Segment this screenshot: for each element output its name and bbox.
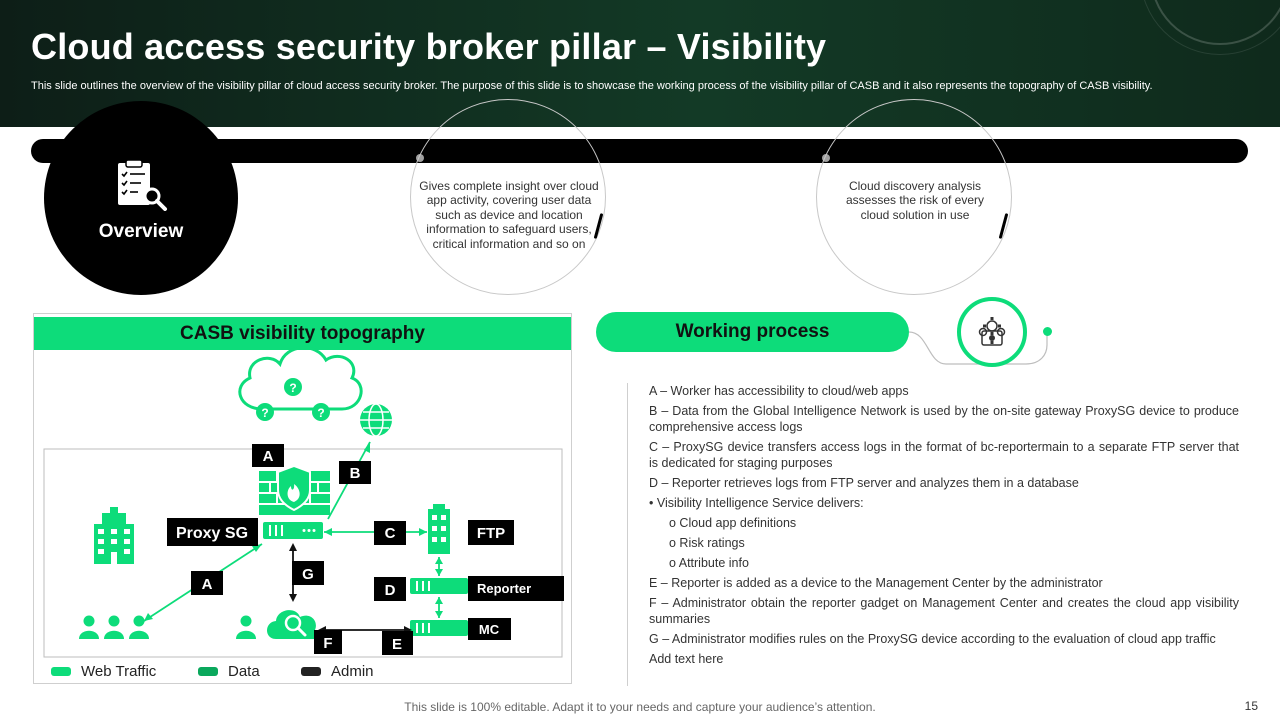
legend-label: Admin: [331, 663, 374, 680]
process-item: F – Administrator obtain the reporter ga…: [649, 596, 1239, 626]
legend-admin: Admin: [301, 663, 374, 680]
legend-swatch: [51, 667, 71, 676]
admin-icon: [236, 615, 256, 639]
timeline-bar: [31, 139, 1248, 163]
legend-label: Web Traffic: [81, 663, 157, 680]
label-box: [468, 618, 511, 640]
page-number: 15: [1244, 699, 1258, 713]
svg-text:?: ?: [261, 406, 268, 420]
topography-panel: CASB visibility topography ? ? ?: [33, 313, 572, 684]
arrowhead: [289, 594, 297, 602]
label-proxy-sg: Proxy SG: [176, 525, 248, 542]
ftp-tower-icon: [428, 504, 450, 554]
label-box: [374, 521, 406, 545]
label-box: [314, 630, 342, 654]
cloud-icon: ? ? ?: [238, 346, 363, 421]
topography-title: CASB visibility topography: [34, 317, 571, 350]
label-box: [374, 577, 406, 601]
working-process-title: Working process: [596, 312, 909, 352]
legend-data: Data: [198, 663, 260, 680]
process-item: B – Data from the Global Intelligence Ne…: [649, 404, 1239, 434]
arrowhead: [435, 557, 443, 564]
label-box: [252, 444, 284, 467]
arrowhead: [419, 528, 427, 536]
divider-line: [627, 383, 628, 686]
footer-note: This slide is 100% editable. Adapt it to…: [404, 700, 876, 714]
label-d: D: [385, 582, 396, 599]
process-item: C – ProxySG device transfers access logs…: [649, 440, 1239, 470]
label-e: E: [392, 636, 402, 653]
page-subtitle: This slide outlines the overview of the …: [31, 80, 1153, 92]
firewall-icon: [259, 464, 330, 515]
overview-label: Overview: [98, 221, 184, 242]
label-box: [292, 561, 324, 585]
page-title: Cloud access security broker pillar – Vi…: [31, 26, 827, 67]
legend-label: Data: [228, 663, 260, 680]
cloud-search-icon: [267, 610, 319, 639]
svg-text:?: ?: [289, 381, 296, 395]
arrowhead: [289, 543, 297, 551]
process-list: A – Worker has accessibility to cloud/we…: [649, 383, 1239, 671]
label-ftp: FTP: [477, 525, 505, 542]
globe-icon: [360, 403, 392, 437]
legend-swatch: [301, 667, 321, 676]
gear-bulb-icon: [957, 297, 1027, 367]
label-box: [191, 571, 223, 595]
arrowhead: [435, 569, 443, 576]
clipboard-search-icon: [118, 159, 167, 211]
label-f: F: [323, 635, 332, 652]
legend-web-traffic: Web Traffic: [51, 663, 156, 680]
label-a-top: A: [263, 448, 274, 465]
arrowhead: [144, 613, 153, 621]
overview-circle: Overview: [44, 101, 238, 295]
topography-diagram: ? ? ?: [43, 346, 564, 658]
process-item: G – Administrator modifies rules on the …: [649, 632, 1216, 646]
label-reporter: Reporter: [477, 581, 531, 596]
proxy-device-icon: [263, 522, 323, 539]
label-a-left: A: [202, 576, 213, 593]
connector-dot: [1043, 327, 1052, 336]
network-frame: [43, 448, 563, 658]
arrowhead: [435, 597, 443, 604]
label-box: [167, 518, 258, 546]
process-item: • Visibility Intelligence Service delive…: [649, 496, 864, 510]
label-box: [468, 576, 564, 601]
process-item: o Attribute info: [669, 556, 749, 570]
header-banner: Cloud access security broker pillar – Vi…: [0, 0, 1280, 127]
legend-swatch: [198, 667, 218, 676]
mc-device-icon: [410, 620, 468, 636]
label-b: B: [350, 465, 361, 482]
info-circle-2: Cloud discovery analysis assesses the ri…: [816, 99, 1012, 295]
arrowhead: [324, 528, 332, 536]
building-icon: [94, 507, 134, 564]
label-box: [382, 631, 413, 655]
info-circle-1: Gives complete insight over cloud app ac…: [410, 99, 606, 295]
label-box: [468, 520, 514, 545]
users-icon: [79, 615, 149, 639]
reporter-device-icon: [410, 578, 468, 594]
process-item: D – Reporter retrieves logs from FTP ser…: [649, 476, 1079, 490]
svg-text:?: ?: [317, 406, 324, 420]
label-g: G: [302, 566, 314, 583]
label-mc: MC: [479, 622, 500, 637]
info-text-2: Cloud discovery analysis assesses the ri…: [845, 179, 985, 222]
arrowhead: [435, 611, 443, 618]
process-item: o Cloud app definitions: [669, 516, 797, 530]
process-item: Add text here: [649, 652, 724, 666]
process-item: A – Worker has accessibility to cloud/we…: [649, 384, 909, 398]
label-c: C: [385, 525, 396, 542]
arrowhead: [364, 442, 370, 453]
info-text-1: Gives complete insight over cloud app ac…: [419, 179, 599, 251]
process-item: o Risk ratings: [669, 536, 745, 550]
process-item: E – Reporter is added as a device to the…: [649, 576, 1103, 590]
label-box: [339, 461, 371, 484]
